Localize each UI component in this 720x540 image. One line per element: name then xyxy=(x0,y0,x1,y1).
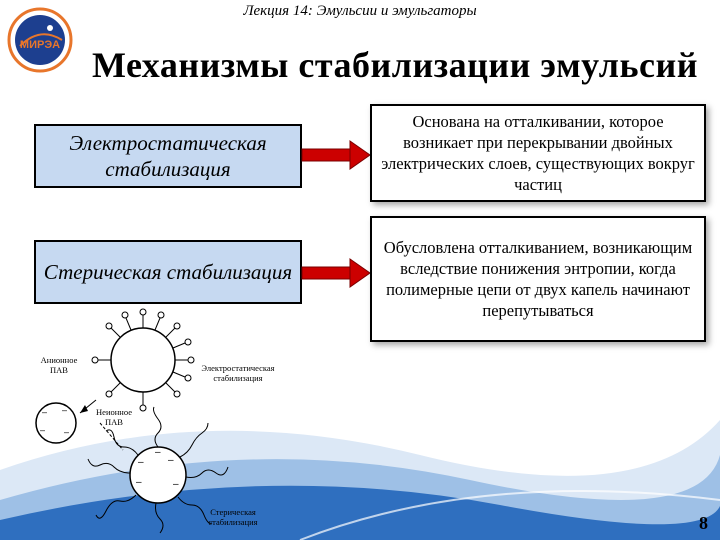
svg-text:–: – xyxy=(138,457,144,468)
anionic-surfactant-label: Анионное ПАВ xyxy=(40,355,78,375)
nonionic-surfactant-label: Неионное ПАВ xyxy=(96,407,132,427)
right-arrow-icon xyxy=(301,140,371,170)
steric-description: Обусловлена отталкиванием, возникающим в… xyxy=(370,216,706,342)
diagram-drawing: –––– ––––– xyxy=(35,308,229,534)
svg-text:–: – xyxy=(40,425,45,435)
svg-text:–: – xyxy=(173,479,179,490)
svg-text:–: – xyxy=(62,405,67,415)
svg-text:–: – xyxy=(64,427,69,437)
mirea-logo: МИРЭА xyxy=(7,7,73,73)
svg-text:–: – xyxy=(168,455,174,466)
page-number: 8 xyxy=(699,513,708,533)
stabilization-diagram: –––– ––––– Анионное ПАВ Электростатическ… xyxy=(28,305,278,535)
svg-text:–: – xyxy=(155,447,161,458)
svg-text:–: – xyxy=(42,407,47,417)
electrostatic-description: Основана на отталкивании, которое возник… xyxy=(370,104,706,202)
steric-label-box: Стерическая стабилизация xyxy=(34,240,302,304)
electrostatic-label-box: Электростатическая стабилизация xyxy=(34,124,302,188)
steric-diagram-label: Стерическая стабилизация xyxy=(208,507,258,527)
page-title: Механизмы стабилизации эмульсий xyxy=(92,45,698,85)
logo-text: МИРЭА xyxy=(20,39,60,51)
right-arrow-icon xyxy=(301,258,371,288)
lecture-header: Лекция 14: Эмульсии и эмульгаторы xyxy=(243,3,477,19)
electrostatic-diagram-label: Электростатическая стабилизация xyxy=(201,363,275,383)
svg-text:–: – xyxy=(136,477,142,488)
